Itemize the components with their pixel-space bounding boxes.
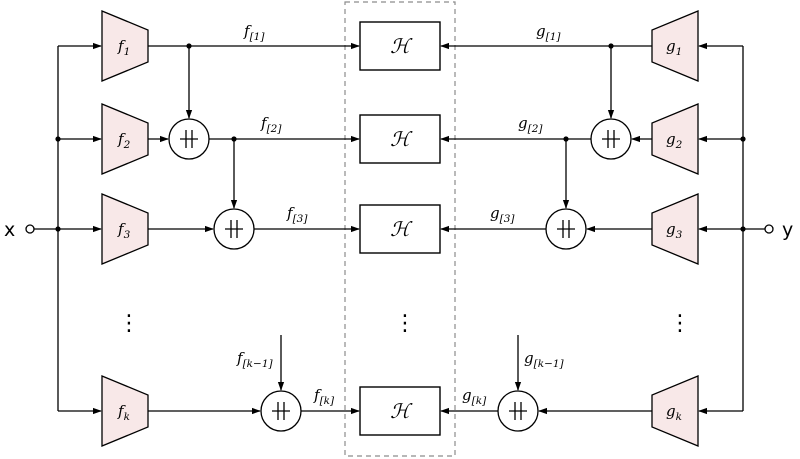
svg-text:ℋ: ℋ (390, 34, 413, 58)
svg-text:fk: fk (117, 402, 130, 423)
svg-text:ℋ: ℋ (390, 217, 413, 241)
svg-text:ℋ: ℋ (390, 127, 413, 151)
encoder-g3: g3 (651, 193, 699, 265)
concat-node-f2 (168, 118, 210, 160)
concat-node-f3 (213, 208, 255, 250)
svg-text:ℋ: ℋ (390, 399, 413, 423)
svg-text:g3: g3 (666, 220, 683, 241)
edge-label-g2: g[2] (518, 114, 543, 135)
incoming-label-g: g[k−1] (524, 349, 565, 370)
encoder-fk: fk (101, 375, 149, 447)
output-label: y (782, 219, 793, 241)
input-label: x (4, 219, 15, 241)
svg-text:g2: g2 (666, 130, 683, 151)
encoder-g2: g2 (651, 103, 699, 175)
svg-text:f3: f3 (117, 220, 131, 241)
svg-text:g1: g1 (666, 37, 682, 58)
encoder-f1: f1 (101, 10, 149, 82)
encoder-f3: f3 (101, 193, 149, 265)
edge-label-g1: g[1] (536, 22, 561, 43)
concat-node-fk (260, 390, 302, 432)
incoming-label-f: f[k−1] (236, 349, 273, 370)
edge-label-f1: f[1] (243, 22, 265, 43)
fusion-block-2: ℋ (359, 114, 441, 164)
svg-text:gk: gk (666, 402, 682, 423)
encoder-f2: f2 (101, 103, 149, 175)
fusion-block-k: ℋ (359, 386, 441, 436)
input-port (25, 224, 35, 234)
ellipsis-center: ⋮ (394, 311, 416, 336)
fusion-block-1: ℋ (359, 21, 441, 71)
edge-label-f3: f[3] (286, 204, 308, 225)
edge-label-fk: f[k] (313, 386, 335, 407)
edge-label-gk: g[k] (462, 386, 487, 407)
ellipsis-f: ⋮ (118, 311, 140, 336)
svg-text:f2: f2 (117, 130, 131, 151)
output-port (764, 224, 774, 234)
edge-label-g3: g[3] (490, 204, 515, 225)
encoder-g1: g1 (651, 10, 699, 82)
encoder-gk: gk (651, 375, 699, 447)
concat-node-g2 (590, 118, 632, 160)
edge-label-f2: f[2] (260, 114, 282, 135)
fusion-block-3: ℋ (359, 204, 441, 254)
svg-text:f1: f1 (117, 37, 130, 58)
ellipsis-g: ⋮ (669, 311, 691, 336)
concat-node-g3 (545, 208, 587, 250)
concat-node-gk (497, 390, 539, 432)
